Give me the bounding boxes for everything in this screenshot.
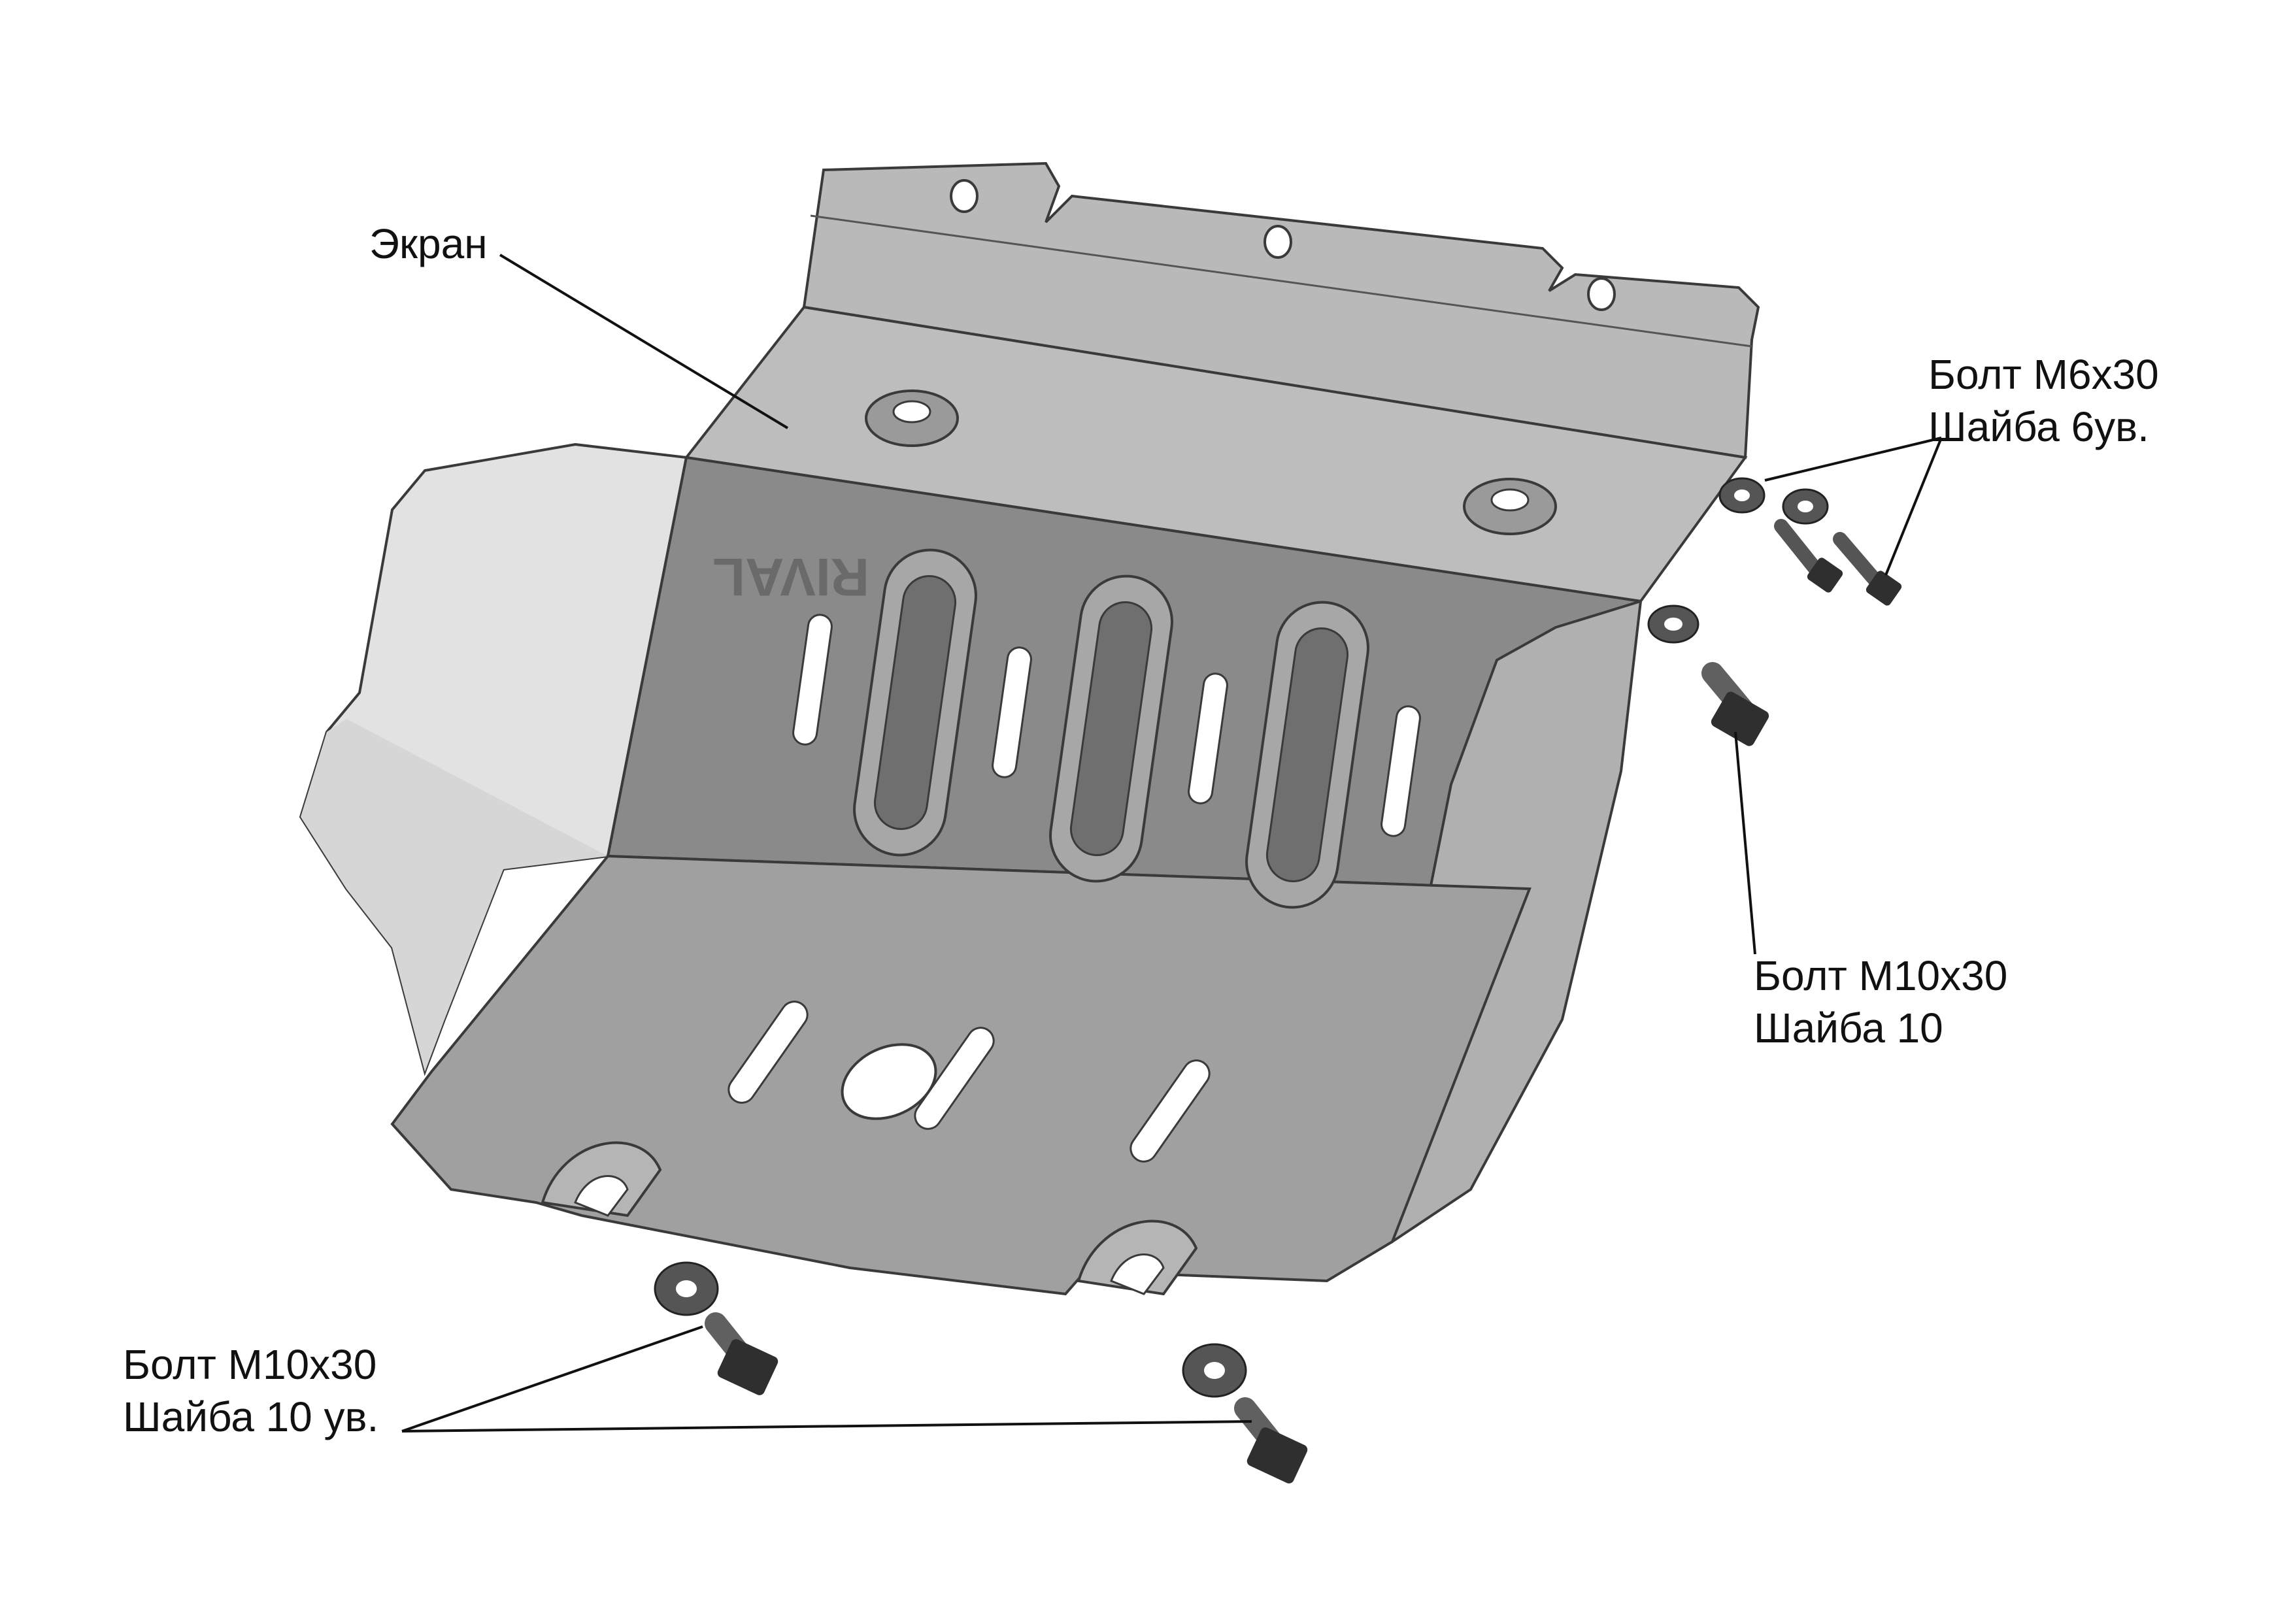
label-bolt-m10-bottom: Болт М10х30 [123, 1341, 377, 1388]
rear-flange [802, 161, 1760, 459]
m10-bottom-washers [654, 1261, 1247, 1398]
leader-m10-bottom-b [401, 1420, 1252, 1433]
rear-flange-top-edge [810, 214, 1752, 348]
large-oval-slots [853, 548, 1369, 909]
m6-washers [1718, 477, 1829, 525]
label-washer-10-bottom: Шайба 10 ув. [123, 1393, 379, 1440]
leader-m6-b [1884, 437, 1943, 576]
narrow-slots-face [792, 614, 1421, 837]
left-side-wing-lower-shade [301, 719, 608, 1072]
m6-bolts [1774, 519, 1902, 606]
bottom-plate-slots [728, 1001, 1211, 1163]
m10-right-bolt [1701, 662, 1769, 746]
m10-bottom-bolts [705, 1312, 1308, 1483]
label-bolt-m10-right: Болт М10х30 [1754, 952, 2008, 999]
bottom-mounting-tabs [541, 1141, 1198, 1296]
flange-holes [950, 179, 1616, 311]
m10-right-washer [1647, 605, 1699, 644]
label-washer-10-right: Шайба 10 [1754, 1004, 1943, 1052]
leader-m10-right [1734, 731, 1756, 955]
leader-m6-a [1764, 437, 1942, 482]
leader-screen [499, 254, 789, 429]
label-screen: Экран [369, 220, 488, 267]
leader-m10-bottom-a [401, 1325, 703, 1433]
top-plate-bosses [865, 389, 1557, 535]
label-bolt-m6: Болт М6х30 [1928, 351, 2159, 398]
label-washer-6: Шайба 6ув. [1928, 403, 2149, 450]
logo-text: RIVAL [712, 547, 869, 606]
leader-lines [401, 254, 1943, 1433]
